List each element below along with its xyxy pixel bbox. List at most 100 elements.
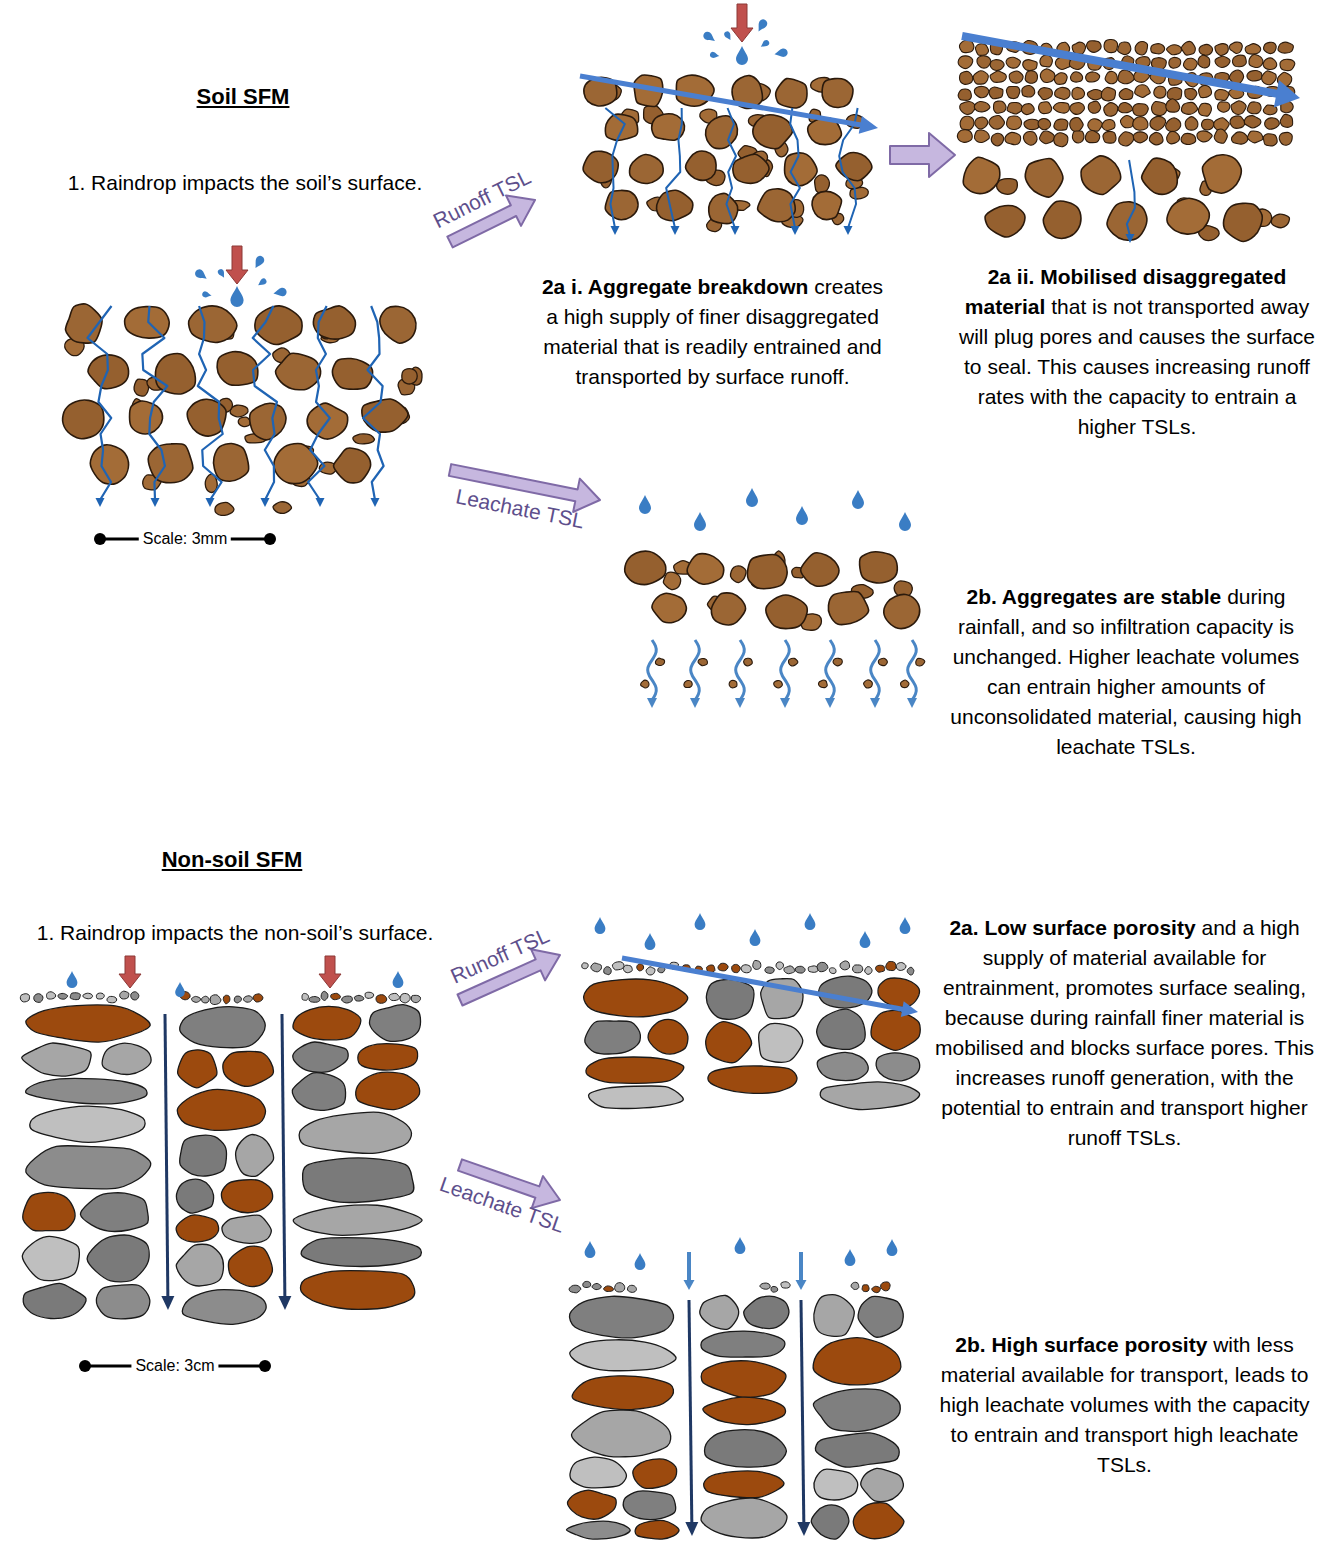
small-aggregate	[402, 369, 417, 384]
arrowhead	[796, 1280, 807, 1290]
raindrop	[805, 913, 816, 930]
fine-material	[851, 1282, 859, 1289]
fine-aggregate	[1166, 118, 1181, 132]
fine-aggregate	[989, 115, 1005, 129]
raindrop	[723, 30, 733, 41]
fine-material	[210, 995, 221, 1005]
fine-material	[234, 996, 241, 1003]
flow-line	[666, 108, 682, 228]
infiltration-arrow	[799, 1252, 803, 1282]
fine-material	[840, 961, 850, 970]
rock	[584, 979, 688, 1017]
fine-aggregate	[1040, 69, 1055, 83]
rock	[30, 1106, 145, 1142]
arrowhead	[901, 1001, 918, 1017]
fine-material	[646, 967, 655, 975]
rock	[23, 1283, 86, 1318]
runoff-flow	[962, 36, 1281, 95]
leachate-flow	[826, 640, 835, 700]
caption-panel: 2a ii. Mobilised disaggregated materialt…	[955, 0, 1320, 520]
fine-material	[718, 963, 728, 971]
fine-aggregate	[1133, 117, 1148, 130]
rock	[744, 1296, 789, 1328]
raindrop	[746, 488, 758, 507]
fine-aggregate	[1021, 104, 1034, 115]
arrowhead	[96, 498, 105, 507]
rock	[293, 1042, 348, 1072]
fine-aggregate	[1133, 104, 1149, 116]
non-soil-leaching	[566, 1237, 903, 1539]
fine-aggregate	[1087, 41, 1102, 53]
raindrop	[273, 287, 288, 298]
fine-aggregate	[1198, 103, 1211, 116]
fine-aggregate	[1169, 57, 1181, 68]
rock	[356, 1072, 420, 1110]
flow-line	[726, 108, 736, 228]
aggregate	[758, 189, 796, 222]
aggregate	[687, 554, 724, 585]
small-aggregate	[864, 680, 873, 688]
caption-heading: 2b. High surface porosity	[955, 1333, 1207, 1356]
rock	[706, 1022, 752, 1063]
soil-sealing	[957, 36, 1300, 243]
rock	[703, 1397, 786, 1424]
fine-material	[765, 967, 774, 973]
rock	[292, 1073, 345, 1110]
rock	[871, 1010, 920, 1050]
fine-aggregate	[1263, 58, 1276, 70]
fine-material	[582, 963, 588, 969]
fine-aggregate	[960, 116, 974, 129]
fine-aggregate	[1280, 114, 1293, 127]
block-arrow	[890, 133, 955, 177]
fine-aggregate	[1154, 86, 1166, 98]
flow-line	[198, 306, 223, 500]
fine-aggregate	[1135, 85, 1151, 98]
small-aggregate	[916, 658, 925, 666]
aggregate	[686, 151, 717, 180]
fine-aggregate	[1149, 132, 1163, 144]
rock	[589, 1086, 684, 1109]
fine-material	[612, 962, 624, 970]
raindrop	[635, 1253, 646, 1270]
raindrop	[695, 913, 706, 930]
raindrop	[230, 286, 243, 307]
aggregate	[747, 554, 787, 588]
fine-aggregate	[1181, 42, 1195, 56]
fine-material	[202, 996, 210, 1003]
caption-heading: 2b. Aggregates are stable	[966, 585, 1221, 608]
rock	[633, 1459, 677, 1488]
fine-aggregate	[1185, 117, 1198, 131]
raindrop	[645, 933, 656, 950]
soil-breakdown	[580, 4, 878, 235]
raindrop	[845, 1249, 856, 1266]
caption-text: 2a i. Aggregate breakdowncreates a high …	[540, 272, 885, 392]
leachate-path	[165, 1014, 168, 1299]
raindrop	[595, 917, 606, 934]
fine-aggregate	[1185, 88, 1197, 99]
raindrop	[694, 512, 706, 531]
flow-line	[1127, 160, 1135, 236]
rock	[223, 1051, 273, 1086]
fine-aggregate	[1054, 133, 1068, 147]
fine-aggregate	[1265, 118, 1280, 129]
arrowhead	[859, 116, 878, 134]
leachate-flow	[736, 640, 745, 700]
fine-aggregate	[1166, 99, 1180, 112]
runoff-flow	[580, 76, 864, 126]
small-aggregate	[730, 566, 746, 583]
fine-material	[865, 967, 872, 975]
fine-aggregate	[1070, 118, 1084, 132]
fine-material	[120, 991, 129, 999]
rock	[861, 1468, 904, 1501]
aggregate	[1043, 201, 1081, 238]
aggregate	[334, 448, 371, 483]
rock	[815, 1433, 899, 1467]
aggregate	[214, 443, 249, 481]
fine-aggregate	[974, 101, 990, 111]
fine-aggregate	[1120, 115, 1133, 127]
fine-aggregate	[975, 117, 988, 129]
aggregate	[605, 114, 637, 140]
fine-material	[302, 993, 309, 1000]
raindrop	[256, 277, 267, 287]
